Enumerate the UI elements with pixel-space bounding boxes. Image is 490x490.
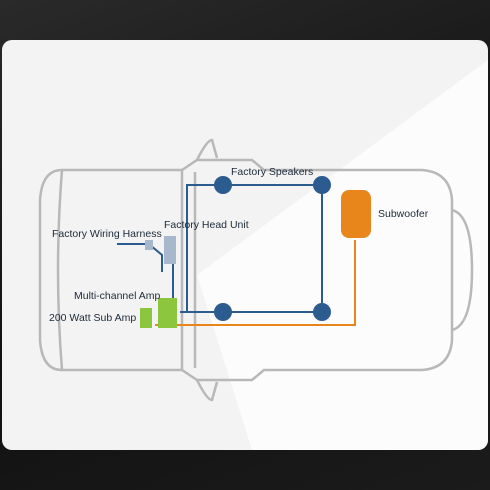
harness-wire — [149, 244, 163, 272]
label-factory-wiring-harness: Factory Wiring Harness — [52, 228, 162, 240]
label-multichannel-amp: Multi-channel Amp — [74, 290, 161, 302]
hood-line — [56, 169, 64, 371]
label-sub-amp: 200 Watt Sub Amp — [49, 312, 136, 324]
head-unit — [164, 236, 176, 264]
label-factory-speakers: Factory Speakers — [231, 166, 313, 178]
multichannel-amp — [158, 298, 177, 328]
speaker-front-right — [214, 303, 232, 321]
speaker-rear-left — [313, 176, 331, 194]
car-outline — [38, 138, 474, 402]
diagram-panel: Factory Speakers Subwoofer Factory Wirin… — [2, 40, 488, 450]
mirror-top — [195, 138, 219, 161]
speaker-wire-top — [186, 184, 323, 312]
amp-feed-wire — [167, 259, 174, 302]
wiring-harness — [145, 240, 153, 250]
label-subwoofer: Subwoofer — [378, 208, 429, 220]
speaker-front-left — [214, 176, 232, 194]
car-body — [38, 158, 454, 382]
mirror-bottom — [195, 379, 219, 402]
label-factory-head-unit: Factory Head Unit — [164, 219, 249, 231]
light-beam — [197, 60, 488, 450]
car-audio-diagram: Factory Speakers Subwoofer Factory Wirin… — [38, 60, 488, 450]
subwoofer-wire — [155, 240, 356, 326]
subwoofer-box — [341, 190, 371, 238]
sub-amp — [140, 308, 152, 328]
speaker-rear-right — [313, 303, 331, 321]
spare-tire — [451, 208, 474, 332]
